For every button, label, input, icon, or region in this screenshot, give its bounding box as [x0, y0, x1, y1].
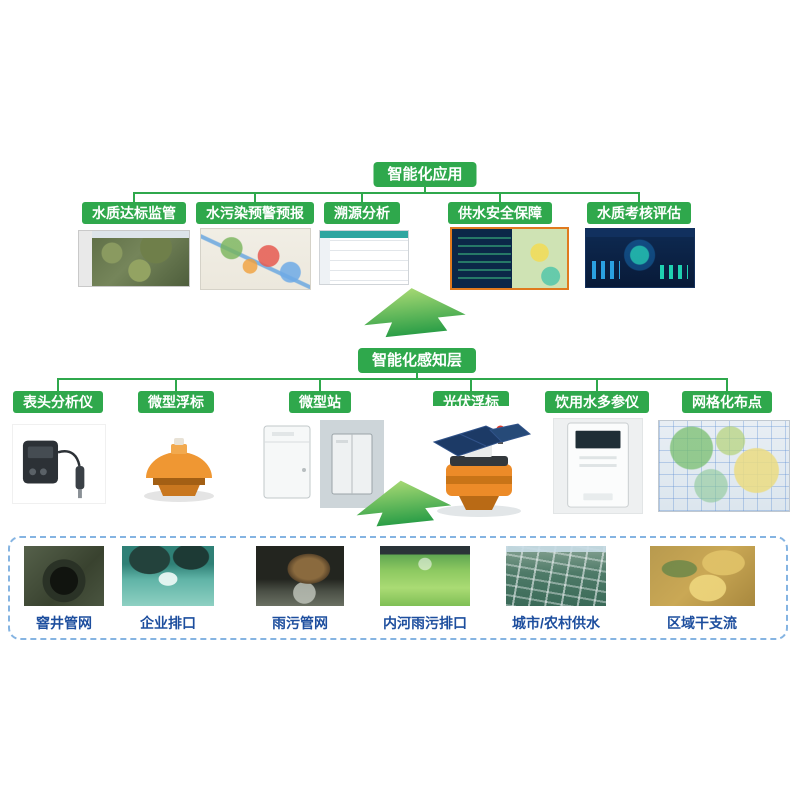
connector-line — [416, 369, 418, 378]
connector-line — [499, 192, 501, 202]
label-river-outlet: 内河雨污排口 — [383, 615, 467, 631]
label-water-supply-safety: 供水安全保障 — [448, 202, 552, 224]
connector-line — [57, 378, 59, 391]
label-traceability-analysis: 溯源分析 — [324, 202, 400, 224]
connector-line — [133, 192, 640, 194]
label-grid-deployment: 网格化布点 — [682, 391, 772, 413]
label-manhole-network: 窨井管网 — [36, 615, 92, 631]
connector-line — [596, 378, 598, 391]
up-arrow-icon — [364, 288, 466, 338]
mini-buoy-photo — [133, 430, 225, 504]
label-water-quality-supervision: 水质达标监管 — [82, 202, 186, 224]
water-supply-dashboard-screenshot — [450, 227, 569, 290]
micro-station-photo — [254, 420, 384, 508]
connector-line — [254, 192, 256, 202]
label-mini-buoy: 微型浮标 — [138, 391, 214, 413]
probe-analyzer-graphic — [22, 440, 85, 499]
mini-buoy-graphic — [144, 438, 214, 502]
label-drinking-water-analyzer: 饮用水多参仪 — [545, 391, 649, 413]
grid-map-photo — [658, 420, 790, 512]
solar-buoy-graphic — [432, 423, 532, 517]
manhole-photo — [24, 546, 104, 606]
drinking-water-analyzer-photo — [553, 418, 643, 514]
label-regional-rivers: 区域干支流 — [667, 615, 737, 631]
connector-line — [57, 378, 727, 380]
sewer-pipe-photo — [256, 546, 344, 606]
urban-rural-water-supply-photo — [506, 546, 606, 606]
source-group-box — [8, 536, 788, 640]
label-pollution-warning-forecast: 水污染预警预报 — [196, 202, 314, 224]
satellite-map-screenshot — [78, 230, 190, 287]
connector-line — [361, 192, 363, 202]
header-perception-layer: 智能化感知层 — [357, 348, 477, 373]
analysis-table-screenshot — [319, 230, 409, 285]
label-probe-analyzer: 表头分析仪 — [13, 391, 103, 413]
river-outlet-photo — [380, 546, 470, 606]
enterprise-outlet-photo — [122, 546, 214, 606]
label-sewer-network: 雨污管网 — [272, 615, 328, 631]
connector-line — [638, 192, 640, 202]
city-map-screenshot — [200, 228, 311, 290]
connector-line — [133, 192, 135, 202]
assessment-dashboard-screenshot — [585, 228, 695, 288]
connector-line — [175, 378, 177, 391]
drinking-water-analyzer-graphic — [567, 422, 629, 508]
up-arrow-icon — [356, 480, 452, 527]
probe-analyzer-photo — [12, 424, 106, 504]
solar-buoy-photo — [420, 406, 538, 518]
label-enterprise-outlet: 企业排口 — [140, 615, 196, 631]
connector-line — [319, 378, 321, 391]
regional-river-photo — [650, 546, 755, 606]
micro-station-graphic — [254, 420, 384, 508]
label-urban-rural-water-supply: 城市/农村供水 — [512, 615, 600, 631]
label-water-quality-assessment: 水质考核评估 — [587, 202, 691, 224]
connector-line — [726, 378, 728, 391]
label-micro-station: 微型站 — [289, 391, 351, 413]
connector-line — [424, 183, 426, 192]
header-intelligent-applications: 智能化应用 — [373, 162, 477, 187]
connector-line — [470, 378, 472, 391]
